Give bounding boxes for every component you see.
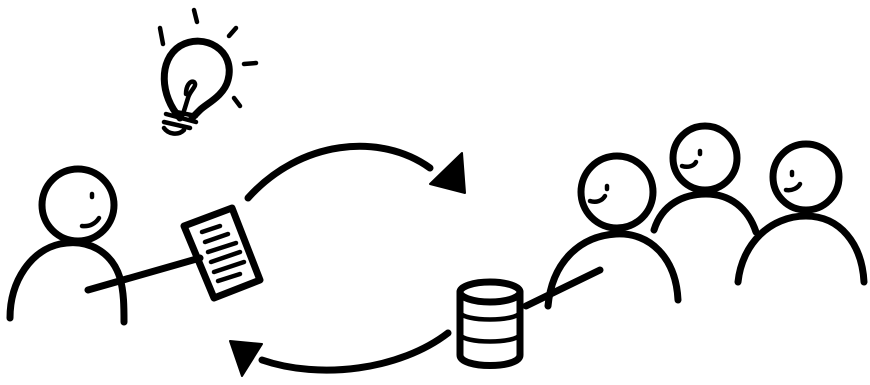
database-icon: [460, 282, 520, 366]
audience-head: [773, 144, 839, 210]
presenter-arm: [88, 258, 200, 290]
audience-person-middle: [654, 126, 756, 232]
audience-head: [673, 126, 737, 190]
lightbulb-icon: [160, 10, 256, 134]
tablet-document-icon: [184, 208, 260, 298]
audience-arm: [526, 270, 600, 306]
presenter-head: [42, 169, 114, 241]
audience-person-right: [738, 144, 864, 282]
curved-arrow-right-icon: [248, 146, 465, 198]
light-rays: [160, 10, 256, 106]
curved-arrow-left-icon: [230, 333, 448, 376]
document-text-lines: [202, 226, 244, 281]
presenter-smile: [82, 218, 99, 226]
audience-head: [581, 156, 653, 228]
presenter-figure: [10, 169, 200, 322]
